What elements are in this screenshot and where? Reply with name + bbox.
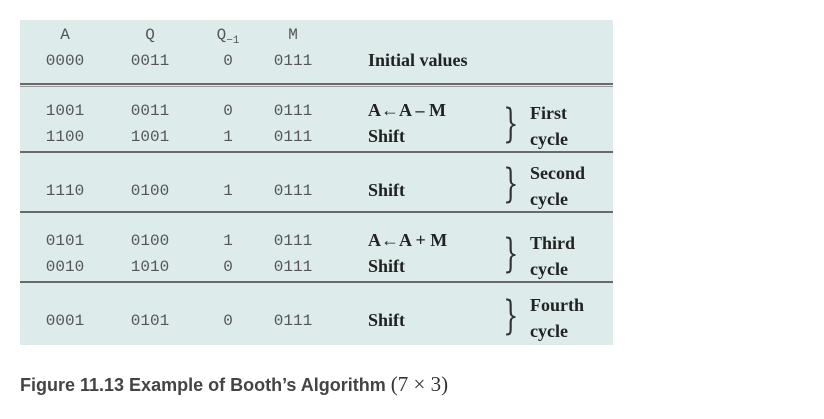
cycle-label-line1: Fourth	[530, 295, 584, 315]
divider	[20, 281, 613, 283]
cell-a: 1001	[45, 102, 85, 120]
divider	[20, 151, 613, 153]
cell-a: 1110	[45, 182, 85, 200]
brace-icon: }	[503, 161, 519, 207]
cell-m: 0111	[273, 258, 313, 276]
cell-q: 1010	[130, 258, 170, 276]
cell-q1: 0	[223, 312, 233, 330]
operation: Shift	[368, 310, 406, 330]
operation: Shift	[368, 126, 406, 146]
initial-label: Initial values	[368, 50, 468, 70]
cell-a: 0010	[45, 258, 85, 276]
header-q-minus-1: Q−1	[216, 26, 240, 48]
figure-caption: Figure 11.13 Example of Booth’s Algorith…	[20, 372, 448, 397]
cell-a: 0001	[45, 312, 85, 330]
cycle-label-line2: cycle	[530, 129, 568, 149]
booth-table: A Q Q−1 M 0000 0011 0 0111 Initial value…	[20, 20, 613, 345]
brace-icon: }	[503, 293, 519, 339]
cell-q1: 1	[223, 182, 233, 200]
cycle-label: Third cycle	[530, 230, 575, 282]
operation: Shift	[368, 256, 406, 276]
caption-math: (7 × 3)	[390, 372, 449, 396]
cycle-label-line1: Second	[530, 163, 586, 183]
cycle-label: Second cycle	[530, 160, 585, 212]
cell-a: 1100	[45, 128, 85, 146]
cell-q1: 1	[223, 128, 233, 146]
brace-icon: }	[503, 231, 519, 277]
cell-m: 0111	[273, 102, 313, 120]
cell-m: 0111	[273, 312, 313, 330]
cell-q1: 1	[223, 232, 233, 250]
cycle-label-line1: Third	[530, 233, 576, 253]
cycle-label-line1: First	[530, 103, 567, 123]
cell-q: 0100	[130, 232, 170, 250]
cell-a: 0101	[45, 232, 85, 250]
initial-q: 0011	[130, 52, 170, 70]
caption-text: Figure 11.13 Example of Booth’s Algorith…	[20, 375, 391, 395]
cell-q: 1001	[130, 128, 170, 146]
operation: Shift	[368, 180, 406, 200]
cell-q1: 0	[223, 258, 233, 276]
divider	[20, 83, 613, 87]
initial-q1: 0	[223, 52, 233, 70]
cell-q: 0100	[130, 182, 170, 200]
initial-m: 0111	[273, 52, 313, 70]
cycle-label-line2: cycle	[530, 189, 568, 209]
operation: A←A – M	[368, 100, 446, 120]
brace-icon: }	[503, 101, 519, 147]
cycle-label: First cycle	[530, 100, 568, 152]
cell-m: 0111	[273, 182, 313, 200]
cycle-label: Fourth cycle	[530, 292, 584, 344]
cell-q: 0011	[130, 102, 170, 120]
operation: A←A + M	[368, 230, 448, 250]
header-m: M	[288, 26, 298, 44]
cycle-label-line2: cycle	[530, 321, 568, 341]
cell-q: 0101	[130, 312, 170, 330]
initial-a: 0000	[45, 52, 85, 70]
divider	[20, 211, 613, 213]
cycle-label-line2: cycle	[530, 259, 568, 279]
header-q: Q	[145, 26, 155, 44]
cell-q1: 0	[223, 102, 233, 120]
cell-m: 0111	[273, 128, 313, 146]
cell-m: 0111	[273, 232, 313, 250]
header-a: A	[60, 26, 70, 44]
